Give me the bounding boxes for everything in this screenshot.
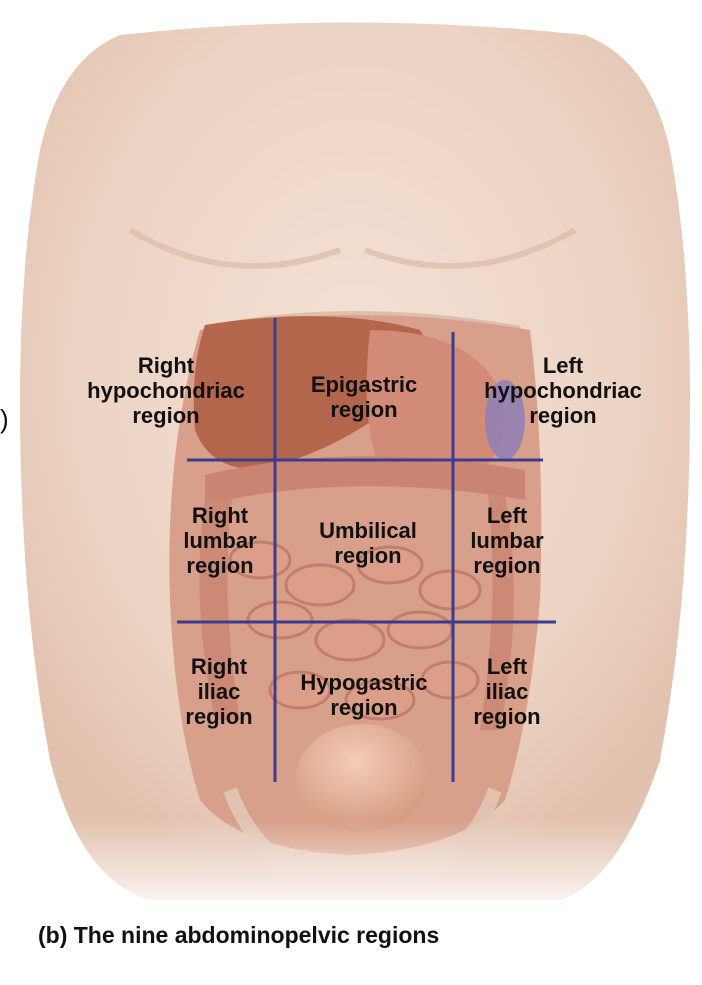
descending-colon — [480, 495, 514, 730]
label-hypogastric: Hypogastric region — [300, 670, 428, 720]
figure-caption: (b) The nine abdominopelvic regions — [38, 922, 440, 948]
label-epigastric: Epigastric region — [310, 372, 418, 422]
bottom-fade — [0, 820, 702, 920]
spleen — [485, 380, 525, 460]
chest-contour-left — [128, 227, 342, 269]
label-left-iliac: Left iliac region — [473, 654, 541, 729]
region-grid — [177, 318, 556, 782]
ascending-colon — [199, 500, 240, 720]
label-right-hypochondriac: Right hypochondriac region — [87, 353, 245, 428]
label-left-lumbar: Left lumbar region — [470, 503, 544, 578]
transverse-colon — [205, 456, 525, 505]
label-umbilical: Umbilical region — [319, 518, 417, 568]
stomach — [366, 330, 504, 488]
label-left-hypochondriac: Left hypochondriac region — [484, 353, 642, 428]
chest-contour-right — [363, 227, 577, 269]
label-right-lumbar: Right lumbar region — [183, 503, 257, 578]
urinary-bladder — [296, 724, 428, 832]
cropped-panel-mark: ) — [0, 404, 9, 434]
label-right-iliac: Right iliac region — [185, 654, 253, 729]
